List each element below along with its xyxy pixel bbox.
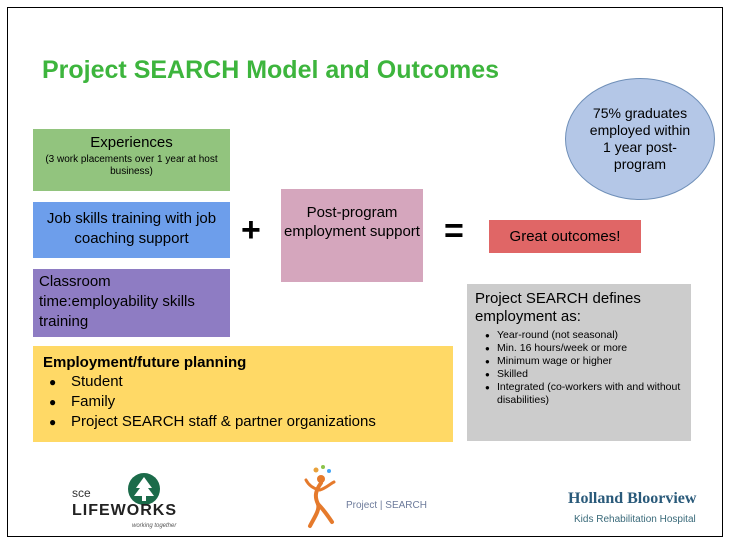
job-skills-box: Job skills training with job coaching su… (33, 202, 230, 258)
slide: Project SEARCH Model and Outcomes 75% gr… (7, 7, 723, 537)
equals-sign: = (444, 212, 464, 250)
lifeworks-tagline: working together (132, 523, 177, 529)
slide-title: Project SEARCH Model and Outcomes (42, 56, 500, 84)
definition-item: Minimum wage or higher (485, 355, 691, 368)
holland-bloorview-name: Holland Bloorview (568, 490, 697, 507)
project-search-text: Project | SEARCH (346, 500, 427, 511)
definition-item: Min. 16 hours/week or more (485, 342, 691, 355)
definition-item: Year-round (not seasonal) (485, 329, 691, 342)
sce-text: sce (72, 486, 91, 500)
lifeworks-text: LIFEWORKS (72, 502, 177, 519)
outcome-box: Great outcomes! (489, 220, 641, 253)
definition-list: Year-round (not seasonal) Min. 16 hours/… (475, 329, 691, 407)
planning-box: Employment/future planning Student Famil… (33, 346, 453, 442)
classroom-box: Classroom time:employability skills trai… (33, 269, 230, 337)
post-program-box: Post-program employment support (281, 189, 423, 282)
figure-icon (304, 465, 336, 528)
sce-lifeworks-logo: sce LIFEWORKS working together (72, 472, 212, 530)
holland-bloorview-subtitle: Kids Rehabilitation Hospital (574, 514, 696, 525)
experiences-heading: Experiences (90, 134, 173, 151)
plus-sign: + (241, 211, 261, 249)
experiences-box: Experiences (3 work placements over 1 ye… (33, 129, 230, 191)
definition-heading: Project SEARCH defines employment as: (475, 290, 641, 325)
holland-bloorview-logo: Holland Bloorview Kids Rehabilitation Ho… (568, 490, 718, 530)
stat-bubble: 75% graduates employed within 1 year pos… (565, 78, 715, 200)
definition-item: Integrated (co-workers with and without … (485, 381, 691, 407)
project-search-logo: Project | SEARCH (302, 464, 427, 532)
planning-item: Family (49, 392, 453, 412)
experiences-detail: (3 work placements over 1 year at host b… (45, 154, 218, 177)
definition-item: Skilled (485, 368, 691, 381)
tree-icon (128, 473, 160, 505)
planning-item: Project SEARCH staff & partner organizat… (49, 412, 453, 432)
definition-box: Project SEARCH defines employment as: Ye… (467, 284, 691, 441)
planning-item: Student (49, 372, 453, 392)
planning-heading: Employment/future planning (43, 354, 247, 371)
planning-list: Student Family Project SEARCH staff & pa… (43, 372, 453, 432)
stat-bubble-text: 75% graduates employed within 1 year pos… (589, 105, 691, 172)
